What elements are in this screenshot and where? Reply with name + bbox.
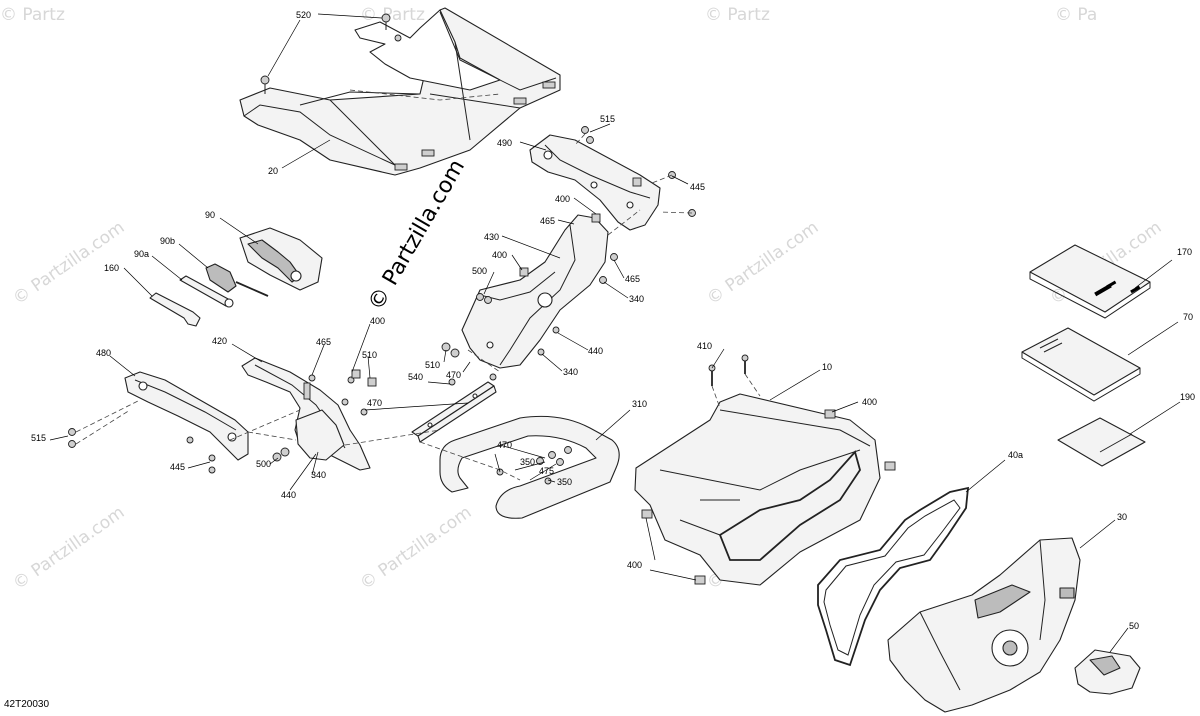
- part-410-screws: [708, 354, 749, 386]
- callout-520: 520: [296, 10, 311, 20]
- callout-510: 510: [425, 360, 440, 370]
- callout-340: 340: [629, 294, 644, 304]
- part-90b-tool: [205, 263, 269, 297]
- callout-70: 70: [1183, 312, 1193, 322]
- callout-500: 500: [472, 266, 487, 276]
- callout-400: 400: [862, 397, 877, 407]
- part-10-storage-box: [634, 393, 896, 586]
- assembly-lines: [229, 89, 761, 481]
- part-420-side-bracket: [241, 357, 377, 471]
- callout-400: 400: [555, 194, 570, 204]
- watermark-text: © Partz: [0, 5, 65, 25]
- callout-430: 430: [484, 232, 499, 242]
- watermark-main: © Partzilla.com: [364, 155, 471, 315]
- part-190-card: [1057, 417, 1146, 467]
- callout-160: 160: [104, 263, 119, 273]
- callout-500: 500: [256, 459, 271, 469]
- watermark-text: © Partz: [705, 5, 770, 25]
- watermark-text: © Pa: [1055, 5, 1097, 25]
- callout-310: 310: [632, 399, 647, 409]
- callout-515: 515: [600, 114, 615, 124]
- callout-440: 440: [281, 490, 296, 500]
- callout-90b: 90b: [160, 236, 175, 246]
- callout-10: 10: [822, 362, 832, 372]
- part-40a-gasket: [817, 486, 970, 667]
- callout-340: 340: [311, 470, 326, 480]
- callout-440: 440: [588, 346, 603, 356]
- drawing-code: 42T20030: [4, 699, 50, 710]
- callout-170: 170: [1177, 247, 1192, 257]
- callout-labels: 520 20 515 490 445 400 465 430 400 465 5…: [31, 10, 1195, 631]
- callout-350: 350: [520, 457, 535, 467]
- callout-340: 340: [563, 367, 578, 377]
- callout-510: 510: [362, 350, 377, 360]
- watermark-text: © Partzilla.com: [356, 502, 475, 594]
- callout-190: 190: [1180, 392, 1195, 402]
- callout-30: 30: [1117, 512, 1127, 522]
- callout-350: 350: [557, 477, 572, 487]
- callout-480: 480: [96, 348, 111, 358]
- part-50-latch: [1074, 649, 1141, 695]
- callout-515: 515: [31, 433, 46, 443]
- callout-470: 470: [497, 440, 512, 450]
- part-310-handle: [439, 415, 620, 519]
- callout-470: 470: [367, 398, 382, 408]
- callout-400: 400: [370, 316, 385, 326]
- callout-465: 465: [540, 216, 555, 226]
- callout-410: 410: [697, 341, 712, 351]
- callout-400: 400: [627, 560, 642, 570]
- part-170-manual: [1029, 244, 1151, 319]
- part-20-top-tray: [239, 7, 561, 176]
- part-520-screws: [260, 13, 391, 94]
- part-480-left-bracket: [68, 371, 249, 474]
- callout-445: 445: [690, 182, 705, 192]
- part-90a-tool: [179, 275, 234, 308]
- callout-90: 90: [205, 210, 215, 220]
- watermark-text: © Partz: [360, 5, 425, 25]
- part-30-front-cover: [887, 537, 1081, 713]
- callout-leaders: [49, 13, 1181, 653]
- callout-465: 465: [625, 274, 640, 284]
- watermark-text: © Partzilla.com: [9, 502, 128, 594]
- part-540-rail: [411, 373, 497, 443]
- callout-20: 20: [268, 166, 278, 176]
- callout-50: 50: [1129, 621, 1139, 631]
- callout-420: 420: [212, 336, 227, 346]
- part-430-support: [441, 213, 618, 369]
- callout-400: 400: [492, 250, 507, 260]
- callout-540: 540: [408, 372, 423, 382]
- part-90-tool-kit: [239, 227, 323, 291]
- part-490-bracket: [529, 126, 696, 231]
- part-160-wrench: [149, 292, 201, 327]
- watermark-layer: © Partz © Partz © Partz © Pa © Partzilla…: [0, 5, 1165, 594]
- callout-490: 490: [497, 138, 512, 148]
- callout-90a: 90a: [134, 249, 149, 259]
- callout-40a: 40a: [1008, 450, 1023, 460]
- callout-470: 470: [446, 370, 461, 380]
- callout-465: 465: [316, 337, 331, 347]
- callout-445: 445: [170, 462, 185, 472]
- callout-475: 475: [539, 466, 554, 476]
- part-70-manual: [1021, 327, 1141, 402]
- watermark-text: © Partzilla.com: [703, 217, 822, 309]
